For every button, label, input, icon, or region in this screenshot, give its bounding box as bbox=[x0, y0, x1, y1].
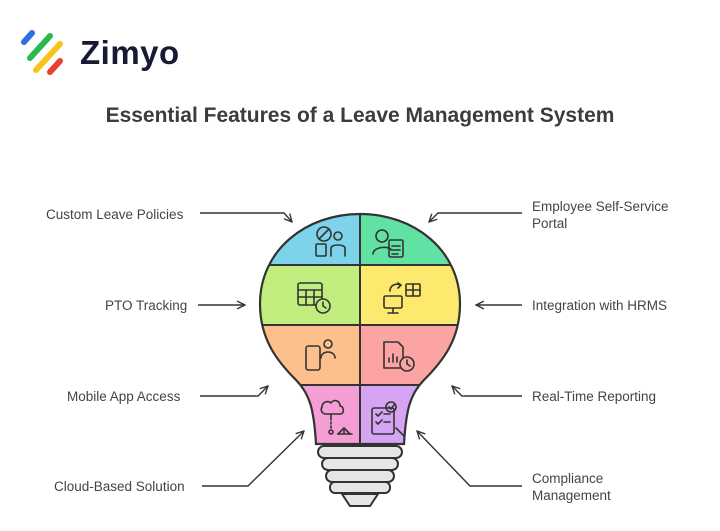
segment-mobile-app-access bbox=[260, 325, 360, 385]
brand-name: Zimyo bbox=[80, 34, 180, 71]
arrow-real-time-reporting bbox=[452, 386, 522, 397]
bulb-base bbox=[317, 445, 403, 507]
monitor-sync-icon bbox=[383, 282, 421, 314]
cloud-network-icon bbox=[320, 399, 353, 435]
bulb-outline bbox=[258, 212, 462, 446]
page-title: Essential Features of a Leave Management… bbox=[105, 104, 615, 127]
arrow-cloud-based-solution bbox=[202, 431, 304, 487]
label-custom-leave-policies: Custom Leave Policies bbox=[46, 207, 184, 222]
label-cloud-based-solution: Cloud-Based Solution bbox=[54, 479, 185, 494]
arrow-employee-self-service bbox=[429, 212, 522, 222]
bulb-segments bbox=[260, 214, 460, 444]
label-ess-line2: Portal bbox=[532, 216, 568, 231]
person-document-icon bbox=[372, 229, 404, 258]
segment-real-time-reporting bbox=[360, 325, 460, 385]
label-employee-self-service-portal: Employee Self-Service Portal bbox=[532, 198, 669, 232]
label-real-time-reporting: Real-Time Reporting bbox=[532, 389, 657, 404]
policy-icon bbox=[315, 226, 346, 257]
calendar-clock-icon bbox=[297, 282, 331, 314]
brand-logo: Zimyo bbox=[20, 30, 200, 76]
segment-pto-tracking bbox=[260, 265, 360, 325]
arrow-custom-leave-policies bbox=[200, 212, 292, 222]
arrow-mobile-app-access bbox=[200, 386, 268, 397]
label-compliance-line1: Compliance bbox=[532, 471, 604, 486]
label-compliance-management: Compliance Management bbox=[532, 470, 611, 504]
label-mobile-app-access: Mobile App Access bbox=[67, 389, 181, 404]
zimyo-logo-mark-icon bbox=[21, 30, 63, 75]
mobile-user-icon bbox=[305, 339, 336, 371]
report-clock-icon bbox=[383, 341, 415, 372]
arrow-compliance-management bbox=[417, 431, 522, 487]
segment-integration-hrms bbox=[360, 265, 460, 325]
label-ess-line1: Employee Self-Service bbox=[532, 199, 669, 214]
connector-arrows bbox=[198, 212, 522, 487]
label-integration-with-hrms: Integration with HRMS bbox=[532, 298, 668, 313]
label-pto-tracking: PTO Tracking bbox=[105, 298, 188, 313]
label-compliance-line2: Management bbox=[532, 488, 611, 503]
checklist-icon bbox=[371, 401, 405, 437]
segment-cloud-based-solution bbox=[260, 385, 360, 444]
